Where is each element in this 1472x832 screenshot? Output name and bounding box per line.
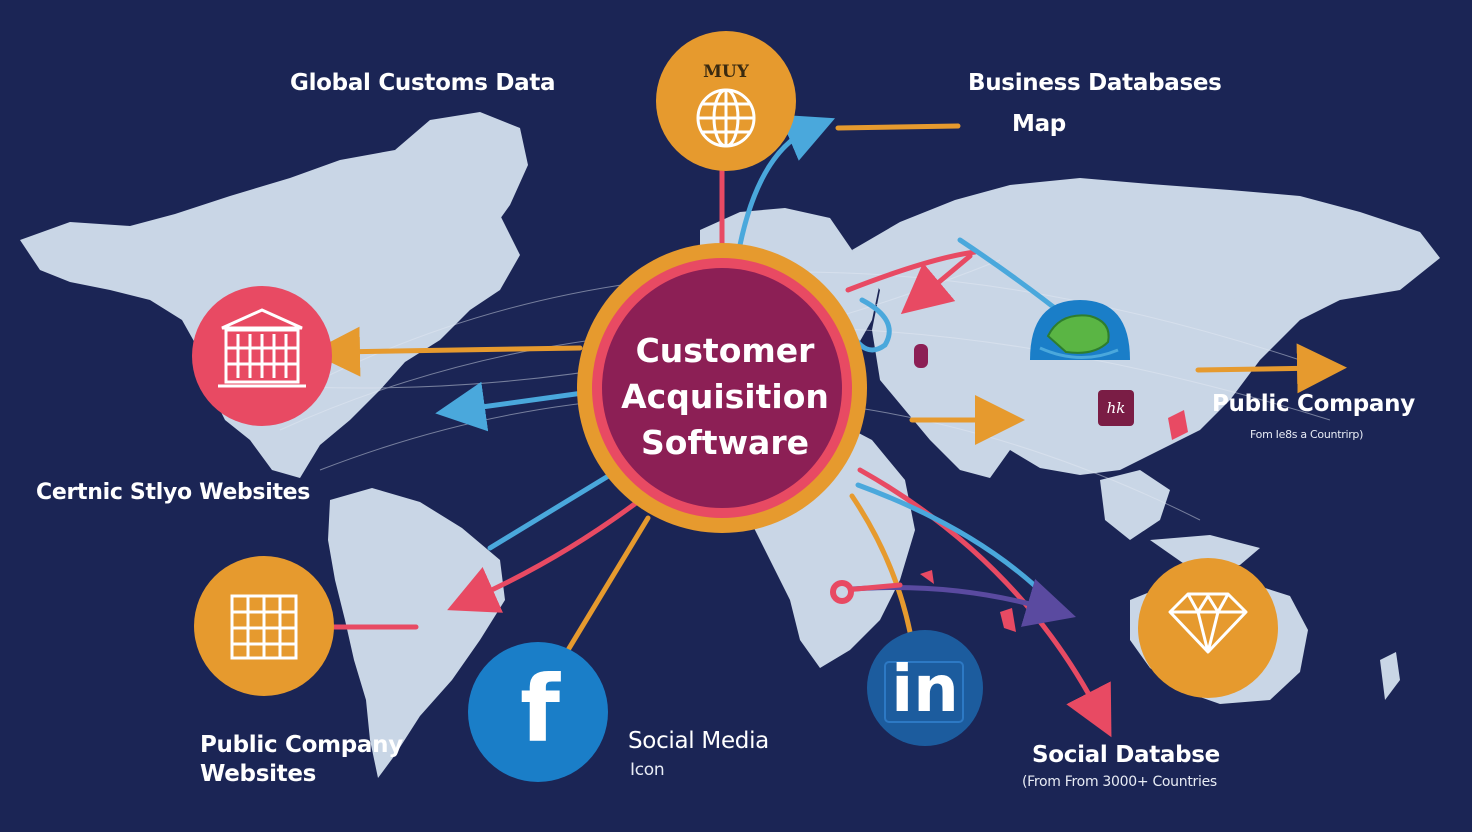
- continent-se-asia: [1100, 470, 1170, 540]
- connector-business-db: [835, 123, 961, 131]
- building-node[interactable]: [192, 286, 332, 426]
- label-social-media-sub: Icon: [630, 760, 665, 780]
- linkedin-node[interactable]: [867, 630, 983, 746]
- connector-globe-blue: [737, 114, 836, 248]
- marker-splash-2: [1000, 608, 1016, 632]
- label-certnic: Certnic Stlyo Websites: [36, 480, 311, 505]
- continent-new-zealand: [1380, 652, 1400, 700]
- connector-blue-sw: [487, 472, 613, 551]
- marker-splash-1: [1168, 410, 1188, 440]
- connector-to-facebook: [562, 515, 651, 658]
- label-public-company-left-1: Public Company: [200, 732, 403, 758]
- grid-node[interactable]: [194, 556, 334, 696]
- label-business-db-1: Business Databases: [968, 70, 1222, 96]
- hk-badge-icon: hk: [1098, 390, 1134, 426]
- marker-splash-3: [920, 570, 934, 584]
- hub-title: Customer Acquisition Software: [590, 328, 860, 466]
- grid-table-icon: [230, 594, 298, 660]
- connector-to-grid: [447, 497, 643, 613]
- map-dome-node[interactable]: [1030, 300, 1130, 360]
- continent-indonesia: [1150, 535, 1260, 568]
- label-public-company-left-2: Websites: [200, 761, 317, 787]
- label-social-database: Social Databse: [1032, 742, 1220, 768]
- globe-node-label: MUY: [703, 62, 749, 82]
- map-dome-icon: [1039, 314, 1119, 359]
- continent-south-america: [328, 488, 505, 778]
- connector-red-arrow: [900, 253, 973, 315]
- diamond-node[interactable]: [1138, 558, 1278, 698]
- label-public-company-right-sub: Fom Ie8s a Countrirp): [1250, 428, 1364, 441]
- connectors: [310, 114, 1347, 738]
- globe-icon: [696, 88, 756, 148]
- continent-greenland: [395, 112, 528, 240]
- hub-line-1: Customer: [635, 331, 815, 370]
- connector-red-africa: [842, 582, 903, 593]
- connector-blue-left: [435, 381, 593, 432]
- diamond-icon: [1168, 592, 1248, 654]
- marker-dot: [914, 344, 928, 368]
- globe-node[interactable]: [656, 31, 796, 171]
- label-global-customs: Global Customs Data: [290, 70, 556, 96]
- label-business-db-2: Map: [1012, 111, 1066, 137]
- facebook-icon: f: [519, 656, 561, 763]
- connector-to-linkedin: [849, 493, 913, 635]
- hub-circle: [577, 243, 867, 533]
- connector-to-social-db: [857, 467, 1112, 738]
- label-social-database-sub: (From From 3000+ Countries: [1022, 774, 1217, 790]
- connector-to-public-company: [1195, 343, 1347, 394]
- hub-line-3: Software: [641, 423, 809, 462]
- continent-japan: [1230, 292, 1262, 372]
- label-social-media: Social Media: [628, 728, 769, 754]
- map-markers: [830, 344, 1188, 632]
- connector-to-building: [310, 326, 583, 377]
- label-public-company-right: Public Company: [1212, 391, 1415, 417]
- linkedin-icon: in: [891, 653, 959, 727]
- bank-building-icon: [218, 308, 306, 388]
- hub-line-2: Acquisition: [621, 377, 829, 416]
- facebook-node[interactable]: [468, 642, 608, 782]
